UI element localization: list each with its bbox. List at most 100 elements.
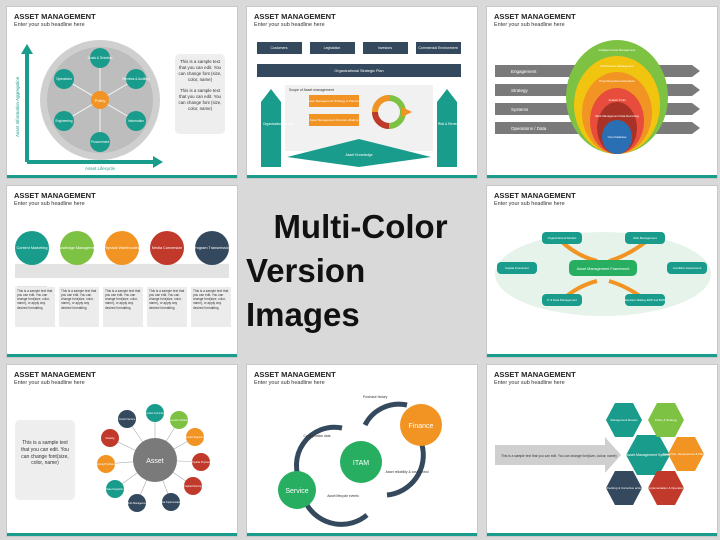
framework-node: Organizational Models — [548, 236, 577, 240]
framework-node: IT & Data Management — [547, 298, 577, 302]
arrow-label: Engagement — [511, 69, 537, 74]
slide-title: ASSET MANAGEMENT — [494, 191, 576, 200]
top-box-label: Investors — [378, 46, 392, 50]
wheel-node: Drawing — [106, 437, 115, 440]
ring-label: Analytic Tools — [608, 98, 626, 102]
cycle-node: Finance — [409, 423, 434, 430]
arrow-label: Strategy — [511, 88, 529, 93]
cycle-node: ITAM — [353, 460, 369, 467]
hexagon-diagram: This is a sample text that you can edit.… — [495, 403, 710, 505]
plan-label: Organizational Strategic Plan — [334, 69, 383, 73]
cycle-label: Asset lifecycle events — [327, 494, 359, 498]
slide-5[interactable]: ASSET MANAGEMENT Enter your sub headline… — [486, 185, 718, 358]
slide-subtitle: Enter your sub headline here — [254, 380, 325, 386]
ring-label: Performance Management — [600, 64, 633, 68]
node-label: Goals & Direction — [88, 56, 113, 60]
heading-line-1: Multi-Color — [273, 208, 448, 245]
arrow-label: Operations / Data — [511, 126, 547, 131]
hex-label: Policy & Strategy — [655, 418, 678, 422]
right-arrow-label: Risk & Review — [438, 122, 459, 126]
hex-label: Asset Plan, Development & Planning — [662, 452, 710, 456]
ring-label: Work Management Data Recording — [595, 114, 639, 118]
slide-7[interactable]: ASSET MANAGEMENT Enter your sub headline… — [246, 364, 478, 537]
cycle-label: Configuration data — [304, 434, 331, 438]
ring-label: Proportional Demonstrations — [599, 79, 635, 83]
slide-title: ASSET MANAGEMENT — [14, 191, 96, 200]
itam-cycle: Service ITAM Finance Purchase history Co… — [278, 395, 442, 527]
slide-3[interactable]: ASSET MANAGEMENT Enter your sub headline… — [486, 6, 718, 179]
wheel-node: Execution Initiation — [169, 419, 190, 422]
node-label: Information — [128, 119, 144, 123]
slide-8[interactable]: ASSET MANAGEMENT Enter your sub headline… — [486, 364, 718, 537]
hex-center: Asset Management System — [626, 453, 670, 457]
left-arrow-label: Organization's assets — [263, 122, 294, 126]
item-label: Asset Management Strategy & Planning — [307, 99, 361, 103]
slide-subtitle: Enter your sub headline here — [494, 201, 565, 207]
sample-text: This is a sample text that you can edit.… — [178, 87, 222, 111]
ring-label: Core Database — [608, 135, 627, 139]
circle-label: Media Conversion — [152, 246, 183, 250]
text-box: This is a sample text that you can edit.… — [15, 287, 55, 327]
circle-label: Physical Warehousing — [103, 246, 140, 250]
text-box: This is a sample text that you can edit.… — [191, 287, 231, 327]
wheel-node: Final Implementation — [160, 501, 183, 504]
wheel-node: Capital Planning — [184, 485, 202, 488]
top-box-label: Customers — [271, 46, 288, 50]
text-box-row: This is a sample text that you can edit.… — [15, 287, 231, 327]
center-heading: Multi-Color Version Images — [246, 185, 475, 357]
policy-cycle-diagram: Asset Information Aggregation Asset Life… — [15, 40, 163, 171]
circle-label: Content Marketing — [16, 246, 47, 250]
wheel-node: Execution Commitment — [143, 412, 168, 415]
slide-subtitle: Enter your sub headline here — [494, 380, 565, 386]
wheel-node: Data Integration — [106, 488, 124, 491]
slide-subtitle: Enter your sub headline here — [494, 22, 565, 28]
framework-node: Capital Investment — [505, 266, 529, 270]
node-label: Procurement — [91, 140, 109, 144]
heading-line-2: Version Images — [246, 252, 366, 333]
framework-center: Asset Management Framework — [577, 267, 630, 271]
wheel-node: Payable Proposal — [192, 461, 211, 464]
text-box: This is a sample text that you can edit.… — [103, 287, 143, 327]
center-node-label: Policy — [95, 98, 106, 103]
circle-label: Program Transmission — [193, 246, 231, 250]
slide-4[interactable]: ASSET MANAGEMENT Enter your sub headline… — [6, 185, 238, 358]
top-box-label: Legislation — [324, 46, 341, 50]
slide-title: ASSET MANAGEMENT — [14, 370, 96, 379]
sample-text-box: This is a sample text that you can edit.… — [175, 54, 225, 134]
scope-diagram: Customers Legislation Investors Commerci… — [257, 42, 461, 167]
slide-subtitle: Enter your sub headline here — [14, 380, 85, 386]
hex-label: Implementation & Operation — [648, 486, 684, 490]
framework-node: Condition Assessment — [673, 266, 702, 270]
rings-diagram: Engagement Strategy Systems Operations /… — [495, 40, 700, 154]
wheel-node: Control Service — [119, 418, 136, 421]
process-circles: Content Marketing Knowledge Management P… — [15, 231, 231, 292]
slide-title: ASSET MANAGEMENT — [494, 370, 576, 379]
hex-label: Checking & Corrective action — [605, 486, 643, 490]
sample-text: This is a sample text that you can edit.… — [178, 59, 222, 82]
y-axis-label: Asset Information Aggregation — [15, 76, 20, 137]
x-axis-label: Asset Lifecycle — [85, 166, 116, 171]
hex-label: Management Review — [610, 418, 638, 422]
wheel-node: Planning Prioritisation — [94, 463, 118, 466]
sample-text-box: This is a sample text that you can edit.… — [15, 420, 75, 500]
framework-diagram: Asset Management Framework Organizationa… — [495, 232, 711, 316]
slide-1[interactable]: ASSET MANAGEMENT Enter your sub headline… — [6, 6, 238, 179]
framework-node: Decision Making ERP and BI/AI — [625, 298, 666, 302]
cycle-node: Service — [285, 488, 308, 495]
framework-node: Risk Management — [633, 236, 656, 240]
cycle-label: Purchase history — [363, 395, 388, 399]
slide-6[interactable]: ASSET MANAGEMENT Enter your sub headline… — [6, 364, 238, 537]
node-label: Engineering — [55, 119, 72, 123]
top-box-label: Commercial Environment — [418, 46, 457, 50]
text-box: This is a sample text that you can edit.… — [59, 287, 99, 327]
slide-title: ASSET MANAGEMENT — [254, 12, 336, 21]
slide-title: ASSET MANAGEMENT — [254, 370, 336, 379]
item-label: Asset Management Decision-Making — [310, 118, 359, 122]
scope-label: Scope of Asset management — [289, 88, 334, 92]
slide-title: ASSET MANAGEMENT — [494, 12, 576, 21]
wheel-node: Execution Requirement — [183, 436, 208, 439]
node-label: Reviews & Auditing — [122, 77, 150, 81]
bottom-label: Asset Knowledge — [345, 153, 372, 157]
slide-2[interactable]: ASSET MANAGEMENT Enter your sub headline… — [246, 6, 478, 179]
asset-wheel: Asset Execution Commitment Execution Ini… — [94, 404, 211, 512]
